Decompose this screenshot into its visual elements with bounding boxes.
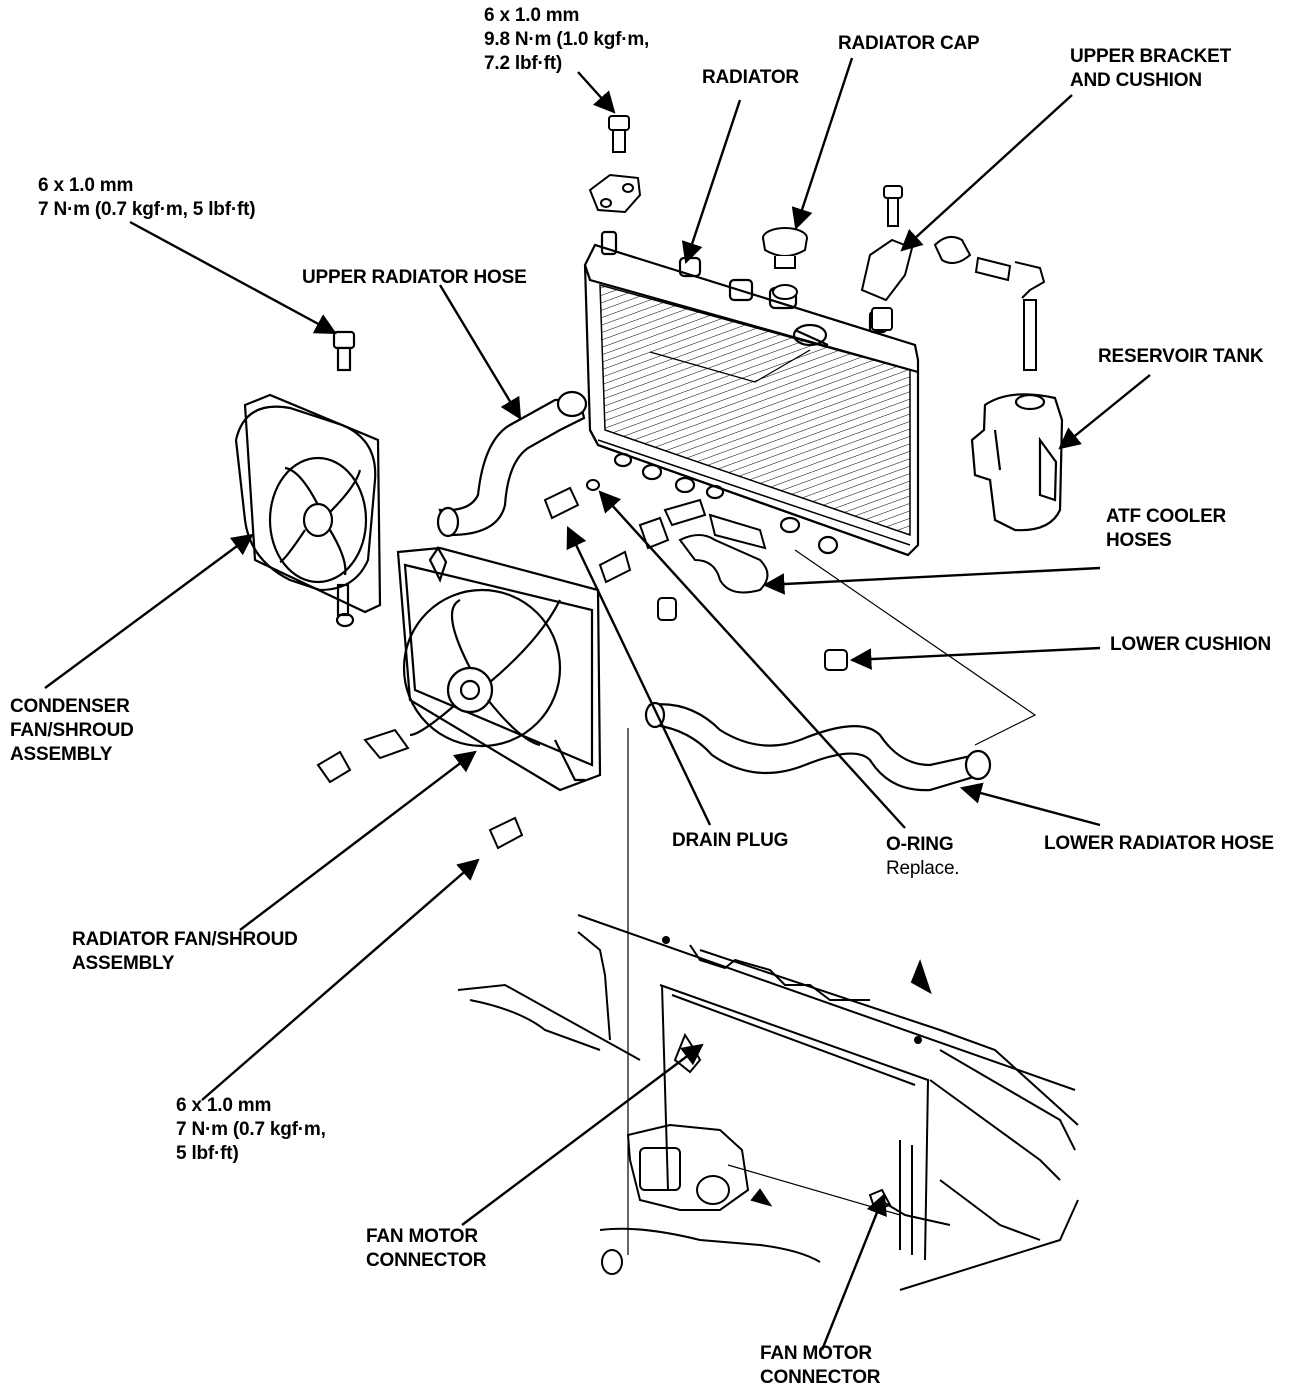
atf-cooler-hoses bbox=[638, 498, 769, 594]
callout-line: LOWER RADIATOR HOSE bbox=[1044, 833, 1274, 854]
callout-line: CONDENSER bbox=[10, 696, 130, 717]
callout-line: CONNECTOR bbox=[366, 1250, 487, 1271]
callout-line: 6 x 1.0 mm bbox=[38, 175, 134, 196]
callout-line: RADIATOR CAP bbox=[838, 33, 980, 54]
callout-line: 6 x 1.0 mm bbox=[484, 5, 580, 26]
radiator-fan-shroud bbox=[396, 545, 602, 792]
callout-line: 7 N·m (0.7 kgf·m, 5 lbf·ft) bbox=[38, 199, 256, 220]
callout-line: FAN MOTOR bbox=[760, 1343, 872, 1364]
callout-fan-connector-2: FAN MOTOR CONNECTOR bbox=[760, 1342, 881, 1390]
callout-line: RADIATOR bbox=[702, 67, 799, 88]
top-bolt-bracket bbox=[588, 115, 642, 214]
lower-hose bbox=[644, 701, 992, 792]
radiator-core bbox=[583, 230, 1037, 746]
callout-line: 7 N·m (0.7 kgf·m, bbox=[176, 1119, 326, 1140]
condenser-fan-shroud bbox=[234, 330, 382, 628]
callout-line: RESERVOIR TANK bbox=[1098, 346, 1264, 367]
callout-drain-plug: DRAIN PLUG bbox=[672, 829, 788, 853]
callout-upper-hose: UPPER RADIATOR HOSE bbox=[302, 266, 527, 290]
callout-line: 5 lbf·ft) bbox=[176, 1143, 239, 1164]
callout-line: LOWER CUSHION bbox=[1110, 634, 1272, 655]
callout-line: DRAIN PLUG bbox=[672, 830, 789, 851]
callout-note: Replace. bbox=[886, 858, 960, 879]
callout-fan-connector-1: FAN MOTOR CONNECTOR bbox=[366, 1225, 487, 1273]
callout-line: ASSEMBLY bbox=[72, 953, 175, 974]
callout-line: O-RING bbox=[886, 834, 954, 855]
radiator-cap bbox=[762, 227, 808, 300]
fan-small-parts bbox=[316, 479, 848, 850]
vehicle-front-view bbox=[457, 914, 1079, 1291]
callout-radiator: RADIATOR bbox=[702, 66, 799, 90]
guide-lines bbox=[627, 728, 901, 1255]
callout-line: CONNECTOR bbox=[760, 1367, 881, 1388]
callout-line: AND CUSHION bbox=[1070, 70, 1202, 91]
callout-condenser-fan: CONDENSER FAN/SHROUD ASSEMBLY bbox=[10, 695, 134, 767]
callout-o-ring: O-RING Replace. bbox=[886, 833, 960, 881]
callout-line: 6 x 1.0 mm bbox=[176, 1095, 272, 1116]
callout-lower-hose: LOWER RADIATOR HOSE bbox=[1044, 832, 1274, 856]
callout-bolt-bottom: 6 x 1.0 mm 7 N·m (0.7 kgf·m, 5 lbf·ft) bbox=[176, 1094, 326, 1166]
callout-line: RADIATOR FAN/SHROUD bbox=[72, 929, 298, 950]
callout-line: 7.2 lbf·ft) bbox=[484, 53, 563, 74]
callout-atf-hoses: ATF COOLER HOSES bbox=[1106, 505, 1226, 553]
upper-bracket bbox=[860, 185, 914, 331]
callout-line: FAN/SHROUD bbox=[10, 720, 134, 741]
callout-line: FAN MOTOR bbox=[366, 1226, 478, 1247]
callout-lower-cushion: LOWER CUSHION bbox=[1110, 633, 1271, 657]
callout-upper-bracket: UPPER BRACKET AND CUSHION bbox=[1070, 45, 1231, 93]
leader-lines bbox=[44, 57, 1151, 1351]
callout-radiator-fan: RADIATOR FAN/SHROUD ASSEMBLY bbox=[72, 928, 298, 976]
callout-reservoir: RESERVOIR TANK bbox=[1098, 345, 1264, 369]
callout-radiator-cap: RADIATOR CAP bbox=[838, 32, 980, 56]
callout-line: UPPER RADIATOR HOSE bbox=[302, 267, 527, 288]
callout-line: ATF COOLER bbox=[1106, 506, 1227, 527]
callout-line: HOSES bbox=[1106, 530, 1172, 551]
callout-line: ASSEMBLY bbox=[10, 744, 113, 765]
callout-bolt-left: 6 x 1.0 mm 7 N·m (0.7 kgf·m, 5 lbf·ft) bbox=[38, 174, 256, 222]
callout-line: 9.8 N·m (1.0 kgf·m, bbox=[484, 29, 650, 50]
upper-hose bbox=[436, 390, 588, 538]
reservoir-tank bbox=[970, 393, 1064, 532]
callout-line: UPPER BRACKET bbox=[1070, 46, 1232, 67]
callout-bolt-top: 6 x 1.0 mm 9.8 N·m (1.0 kgf·m, 7.2 lbf·f… bbox=[484, 4, 649, 76]
reservoir-hose bbox=[933, 235, 1046, 371]
